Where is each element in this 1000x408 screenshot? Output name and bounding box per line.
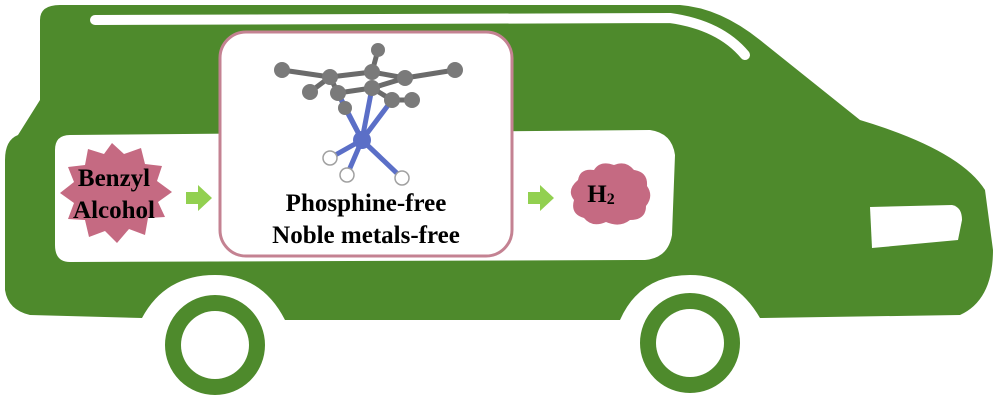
reactant-label-line1: Benzyl (78, 165, 150, 192)
carbon-atoms (274, 43, 463, 115)
starburst-badge: Benzyl Alcohol (60, 143, 172, 243)
arrow-right-icon-2 (528, 185, 554, 211)
product-label-subscript: 2 (607, 191, 615, 208)
front-wheel (628, 281, 752, 405)
product-cloud (570, 163, 651, 225)
reactant-starburst (60, 143, 172, 243)
wheel-icon (153, 281, 752, 407)
hydrogen-atoms (322, 150, 410, 186)
catalyst-label-line1: Phosphine-free (286, 190, 447, 217)
metal-atom (353, 131, 371, 149)
reactant-label-line2: Alcohol (73, 197, 155, 224)
product-label: H2 (587, 181, 614, 208)
product-label-base: H (587, 181, 607, 208)
roof-line (90, 12, 750, 60)
rear-wheel (153, 283, 277, 407)
headlight (870, 205, 962, 248)
arrow-right-icon (186, 185, 212, 211)
molecule-icon (274, 43, 463, 186)
catalyst-label-line2: Noble metals-free (272, 222, 460, 249)
cloud-badge: H2 (570, 163, 651, 225)
catalyst-box: Phosphine-free Noble metals-free (218, 30, 514, 258)
